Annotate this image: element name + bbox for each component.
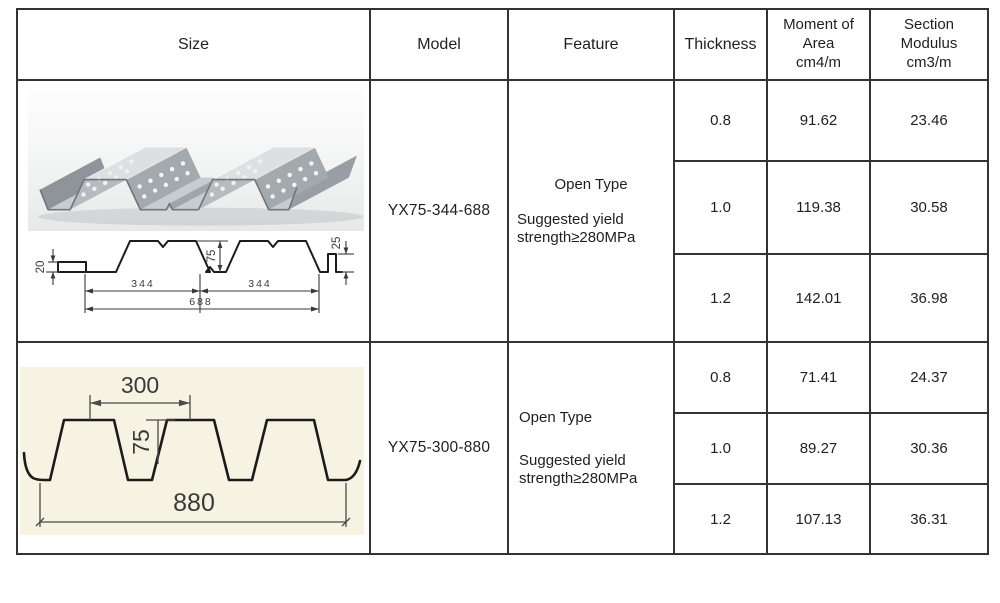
size-cell-yx75-300-880: 300 75 880: [16, 341, 371, 555]
deck-photo: [28, 85, 364, 231]
group1-row3: 1.2 142.01 36.98: [17, 253, 989, 343]
col-header-feature-label: Feature: [563, 35, 619, 53]
deck-spec-table: Size Model Feature Thickness Moment of A…: [16, 8, 989, 555]
col-header-modulus-label: Section Modulus cm3/m: [900, 16, 958, 71]
dim-label-crest-pitch: 300: [121, 372, 159, 398]
thickness-cell: 1.2: [673, 253, 768, 343]
size-cell-yx75-344-688: 20 75 25: [16, 79, 371, 343]
model-cell-yx75-300-880: YX75-300-880: [369, 341, 509, 555]
col-header-moment-label: Moment of Area cm4/m: [783, 16, 854, 71]
thickness-cell: 1.0: [673, 160, 768, 255]
profile-drawing-yx75-300-880: 300 75 880: [20, 367, 364, 535]
moment-cell: 71.41: [766, 341, 871, 414]
feature-text-1: Open Type Suggested yield strength≥280MP…: [510, 175, 672, 247]
modulus-cell: 30.58: [869, 160, 989, 255]
dim-label-edge-left: 20: [35, 261, 47, 274]
header-row: Size Model Feature Thickness Moment of A…: [16, 8, 989, 81]
dim-label-pitch-left: 344: [131, 278, 155, 290]
feature-cell-2: Open Type Suggested yield strength≥280MP…: [507, 341, 675, 555]
modulus-cell: 23.46: [869, 79, 989, 162]
feature-note-2: Suggested yield strength≥280MPa: [519, 451, 638, 487]
group2-row2: 1.0 89.27 30.36: [17, 412, 989, 485]
profile-drawing-344-688-svg: 20 75 25: [35, 237, 354, 313]
col-header-feature: Feature: [507, 8, 675, 81]
group2-row1: 300 75 880 YX75-300-880 Open Type: [16, 341, 989, 555]
moment-cell: 142.01: [766, 253, 871, 343]
dim-label-pitch-right: 344: [248, 278, 272, 290]
moment-cell: 89.27: [766, 412, 871, 485]
thickness-cell: 0.8: [673, 79, 768, 162]
dim-label-overall-width-688: 688: [189, 296, 213, 308]
moment-cell: 107.13: [766, 483, 871, 555]
feature-title-2: Open Type: [519, 408, 593, 426]
moment-cell: 91.62: [766, 79, 871, 162]
feature-text-2: Open Type Suggested yield strength≥280MP…: [510, 408, 672, 488]
thickness-cell: 1.2: [673, 483, 768, 555]
moment-cell: 119.38: [766, 160, 871, 255]
col-header-thickness-label: Thickness: [684, 35, 757, 53]
group1-row2: 1.0 119.38 30.58: [17, 160, 989, 255]
modulus-cell: 36.98: [869, 253, 989, 343]
model-cell-yx75-344-688: YX75-344-688: [369, 79, 509, 343]
col-header-size: Size: [16, 8, 371, 81]
thickness-cell: 0.8: [673, 341, 768, 414]
col-header-thickness: Thickness: [673, 8, 768, 81]
feature-note-1: Suggested yield strength≥280MPa: [517, 210, 636, 246]
group2-row3: 1.2 107.13 36.31: [17, 483, 989, 555]
modulus-cell: 36.31: [869, 483, 989, 555]
col-header-model-label: Model: [417, 35, 461, 53]
dim-label-overall-width-880: 880: [173, 489, 215, 517]
modulus-cell: 24.37: [869, 341, 989, 414]
col-header-model: Model: [369, 8, 509, 81]
col-header-section-modulus: Section Modulus cm3/m: [869, 8, 989, 81]
thickness-cell: 1.0: [673, 412, 768, 485]
modulus-cell: 30.36: [869, 412, 989, 485]
dim-label-edge-right: 25: [331, 237, 343, 250]
feature-title-1: Open Type: [554, 175, 628, 193]
profile-drawing-yx75-344-688: 20 75 25: [26, 231, 356, 321]
group1-row1: 20 75 25: [16, 79, 989, 343]
col-header-moment-of-area: Moment of Area cm4/m: [766, 8, 871, 81]
col-header-size-label: Size: [177, 35, 210, 53]
deck-photo-illustration: [38, 146, 363, 226]
dim-label-rib-height-2: 75: [128, 429, 154, 455]
feature-cell-1: Open Type Suggested yield strength≥280MP…: [507, 79, 675, 343]
profile-drawing-300-880-svg: 300 75 880: [22, 372, 362, 527]
dim-label-rib-height-1: 75: [206, 250, 218, 263]
